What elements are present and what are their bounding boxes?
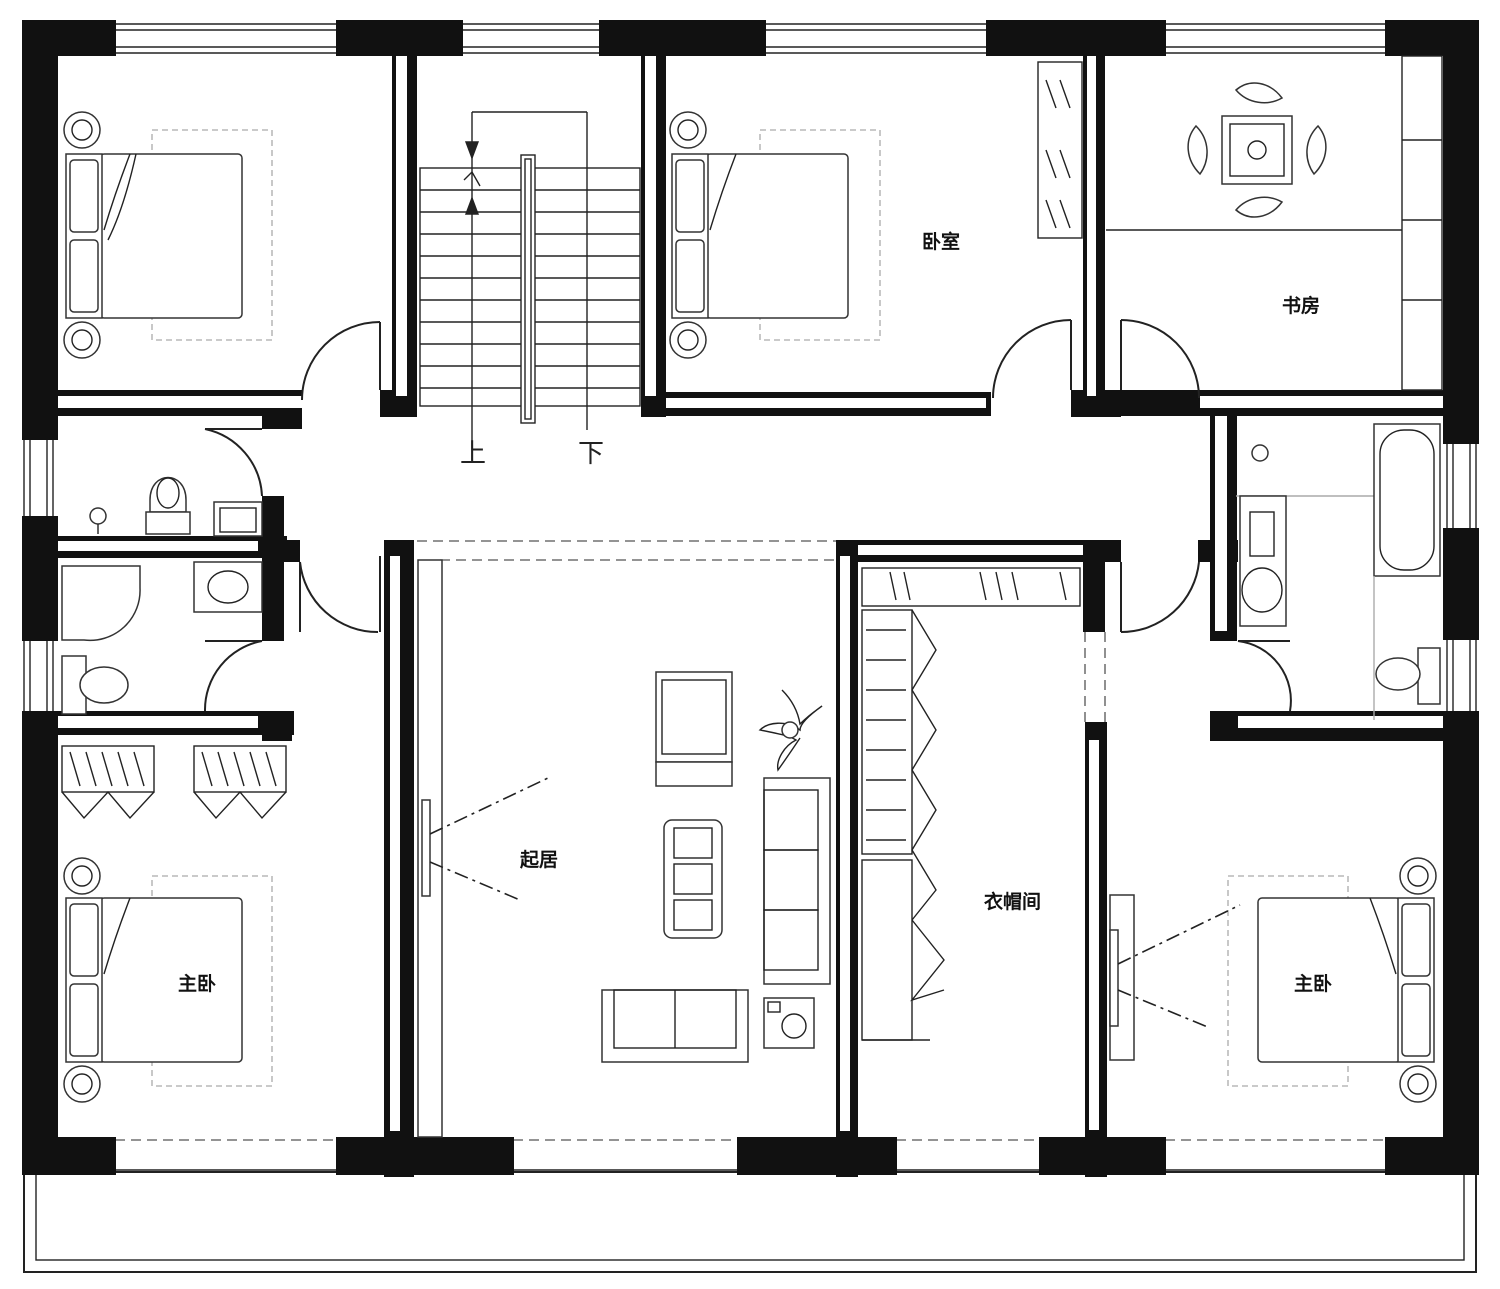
study-table: [1187, 82, 1327, 218]
label-wardrobe: 衣帽间: [984, 890, 1041, 913]
wardrobe-closet: [861, 567, 1081, 1041]
windows-side: [23, 440, 1477, 712]
openings: [417, 540, 1106, 722]
label-study: 书房: [1282, 294, 1320, 317]
windows-bottom: [115, 1139, 1386, 1171]
balcony: [23, 1171, 1477, 1273]
bathroom-left-bottom: [61, 561, 263, 715]
bed-top-middle: [669, 111, 881, 359]
bathroom-right: [1236, 423, 1441, 720]
doors: [203, 319, 1292, 712]
bed-bottom-right: [1227, 857, 1437, 1103]
label-master-left: 主卧: [178, 973, 216, 995]
bed-bottom-left: [63, 857, 273, 1103]
wall-inner: [58, 56, 1443, 1131]
wardrobe-master-left: [61, 745, 287, 820]
label-bedroom: 卧室: [922, 230, 960, 253]
windows-top: [115, 23, 1386, 54]
living-furniture: [417, 559, 831, 1138]
bathroom-left-top: [89, 476, 263, 537]
study-shelf: [1106, 55, 1443, 391]
label-living: 起居: [519, 849, 558, 871]
label-master-right: 主卧: [1294, 973, 1332, 995]
staircase: [419, 111, 641, 460]
bed-top-left: [63, 111, 273, 359]
wardrobe-bedroom: [1037, 61, 1083, 239]
stairs-down-label: 下: [578, 439, 604, 469]
tv-master-right: [1109, 894, 1241, 1061]
stairs-up-label: 上: [460, 439, 486, 469]
